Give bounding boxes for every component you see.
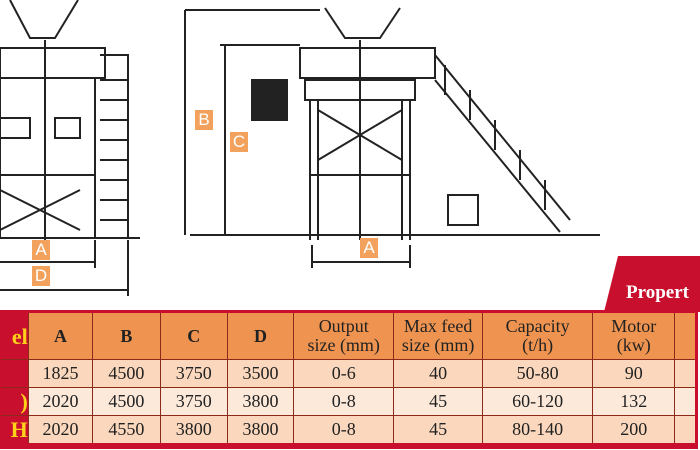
dimension-label-d-left: D [32, 266, 50, 286]
cell: 3800 [159, 415, 228, 447]
dimension-label-a-right: A [360, 238, 378, 258]
header-line: Capacity [505, 316, 570, 336]
cell: 90 [592, 359, 676, 388]
left-machine [0, 0, 140, 296]
cell: 0-8 [293, 387, 395, 416]
cell: 45 [393, 387, 484, 416]
dimension-label-b: B [195, 110, 213, 130]
cell [674, 415, 697, 447]
header-line: size (mm) [401, 335, 475, 355]
cell: 3750 [159, 387, 228, 416]
cell: 3750 [159, 359, 228, 388]
header-line: Output [318, 316, 369, 336]
cell: 50-80 [482, 359, 594, 388]
header-model: el [0, 311, 29, 360]
cell: 45 [393, 415, 484, 447]
right-machine [184, 7, 600, 268]
cell: 3800 [226, 387, 295, 416]
cell: 132 [592, 387, 676, 416]
banner-title: Propert [626, 282, 689, 303]
cell: 0-8 [293, 415, 395, 447]
cell-model [0, 359, 29, 388]
cell: 3800 [226, 415, 295, 447]
cell: 2020 [27, 415, 94, 447]
header-a: A [27, 311, 94, 360]
cell: 4550 [92, 415, 161, 447]
cell: 40 [393, 359, 484, 388]
header-line: (t/h) [522, 335, 554, 355]
header-line: Max feed [403, 316, 473, 336]
header-b: B [92, 311, 161, 360]
header-line: Motor [611, 316, 657, 336]
cell: 80-140 [482, 415, 594, 447]
cell: 2020 [27, 387, 94, 416]
header-capacity: Capacity(t/h) [482, 311, 594, 360]
header-motor: Motor(kw) [592, 311, 676, 360]
cell: 4500 [92, 387, 161, 416]
header-extra [674, 311, 697, 360]
dimension-label-c: C [230, 132, 248, 152]
machine-drawing [0, 0, 600, 296]
cell: 60-120 [482, 387, 594, 416]
cell-model: H [0, 415, 29, 447]
dimension-label-a-left: A [32, 240, 50, 260]
properties-banner: Propert [604, 256, 700, 312]
header-c: C [159, 311, 228, 360]
cell: 1825 [27, 359, 94, 388]
header-line: (kw) [616, 335, 651, 355]
cell: 200 [592, 415, 676, 447]
cell: 3500 [226, 359, 295, 388]
header-d: D [226, 311, 295, 360]
cell: 0-6 [293, 359, 395, 388]
cell-model: ) [0, 387, 29, 416]
cell [674, 387, 697, 416]
header-line: size (mm) [307, 335, 380, 355]
cell: 4500 [92, 359, 161, 388]
cell [674, 359, 697, 388]
